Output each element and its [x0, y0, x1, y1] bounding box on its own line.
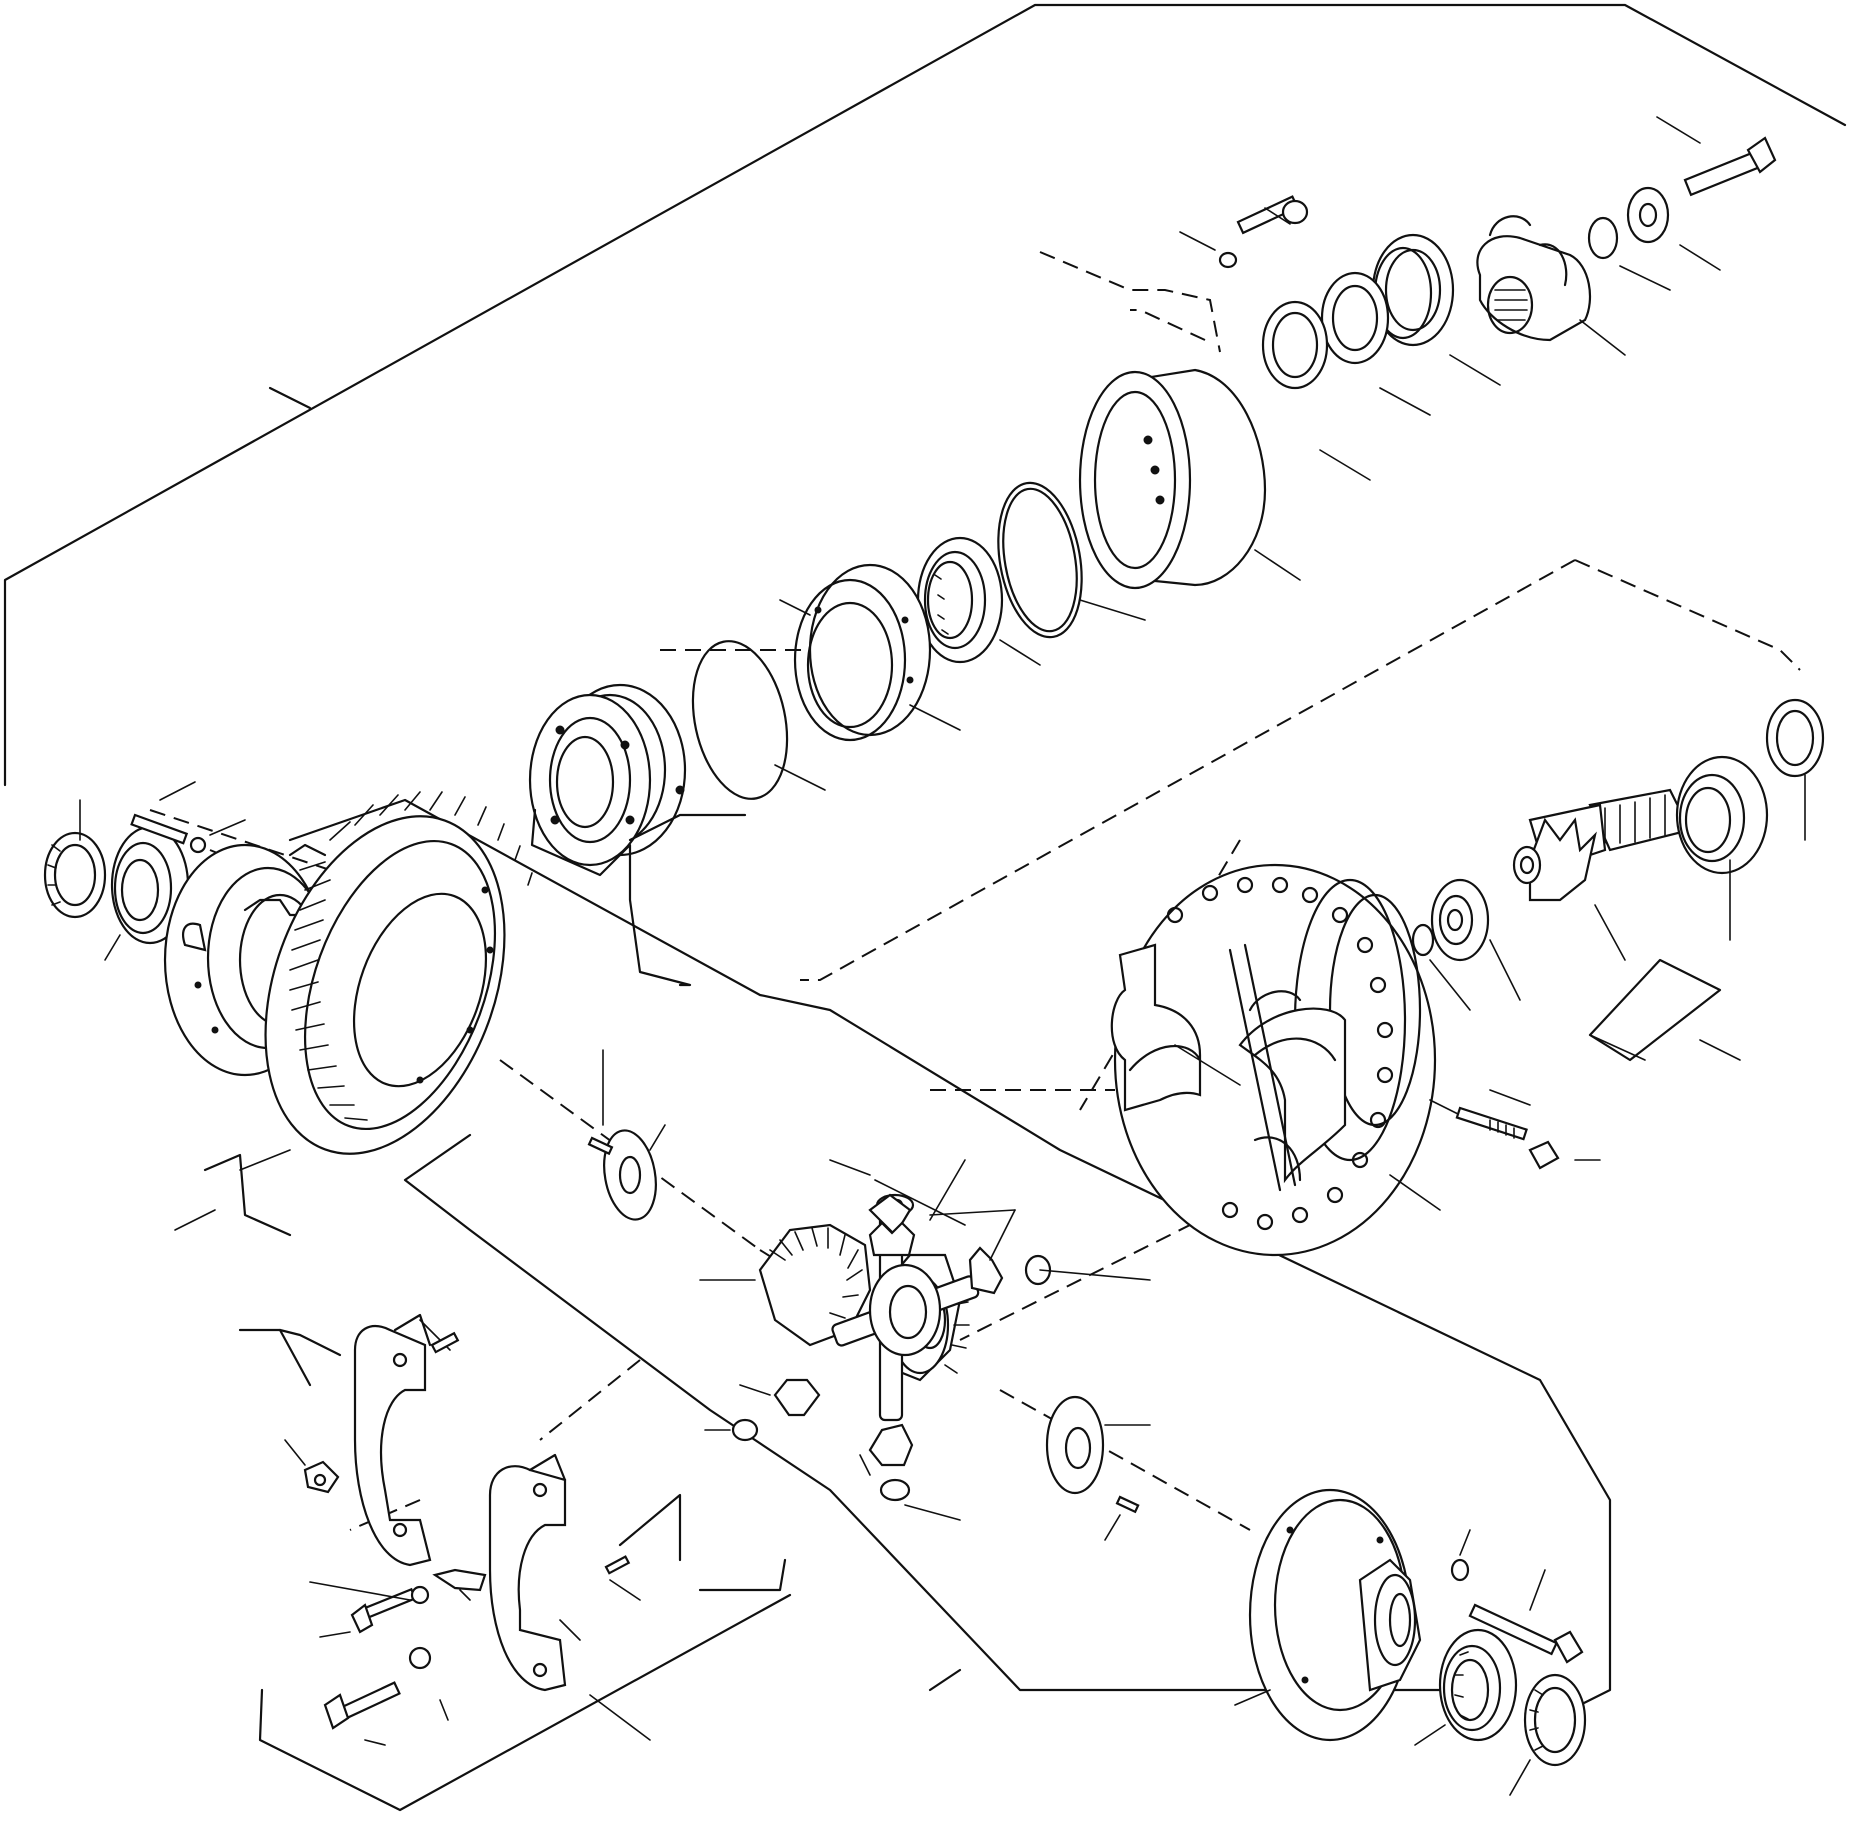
- tapered-bearings: [1414, 1628, 1587, 1796]
- o-ring: [997, 481, 1146, 639]
- retainer-plate: [779, 563, 961, 742]
- bolt-top-small: [1179, 195, 1309, 269]
- right-case-half: [1234, 1488, 1422, 1742]
- piston-assembly: [528, 640, 826, 987]
- bearing-caps: [238, 1313, 787, 1692]
- pinion-shaft: [1411, 698, 1825, 1062]
- bolt-top-large: [1587, 116, 1777, 291]
- spider-and-side-gears: [699, 1159, 1016, 1476]
- seal-rings: [1261, 233, 1501, 481]
- thrust-washers: [587, 1049, 1151, 1541]
- ring-gear: [174, 791, 533, 1237]
- cap-bolts: [258, 1581, 792, 1812]
- stud-and-nut: [1455, 1089, 1601, 1170]
- yoke-flange: [1476, 215, 1626, 356]
- ball-bearing: [916, 536, 1041, 666]
- differential-carrier: [1110, 863, 1471, 1257]
- bearing-cup-housing: [1078, 368, 1301, 590]
- right-cap-bolt: [1450, 1529, 1584, 1664]
- assembly-outline: [3, 3, 1847, 1712]
